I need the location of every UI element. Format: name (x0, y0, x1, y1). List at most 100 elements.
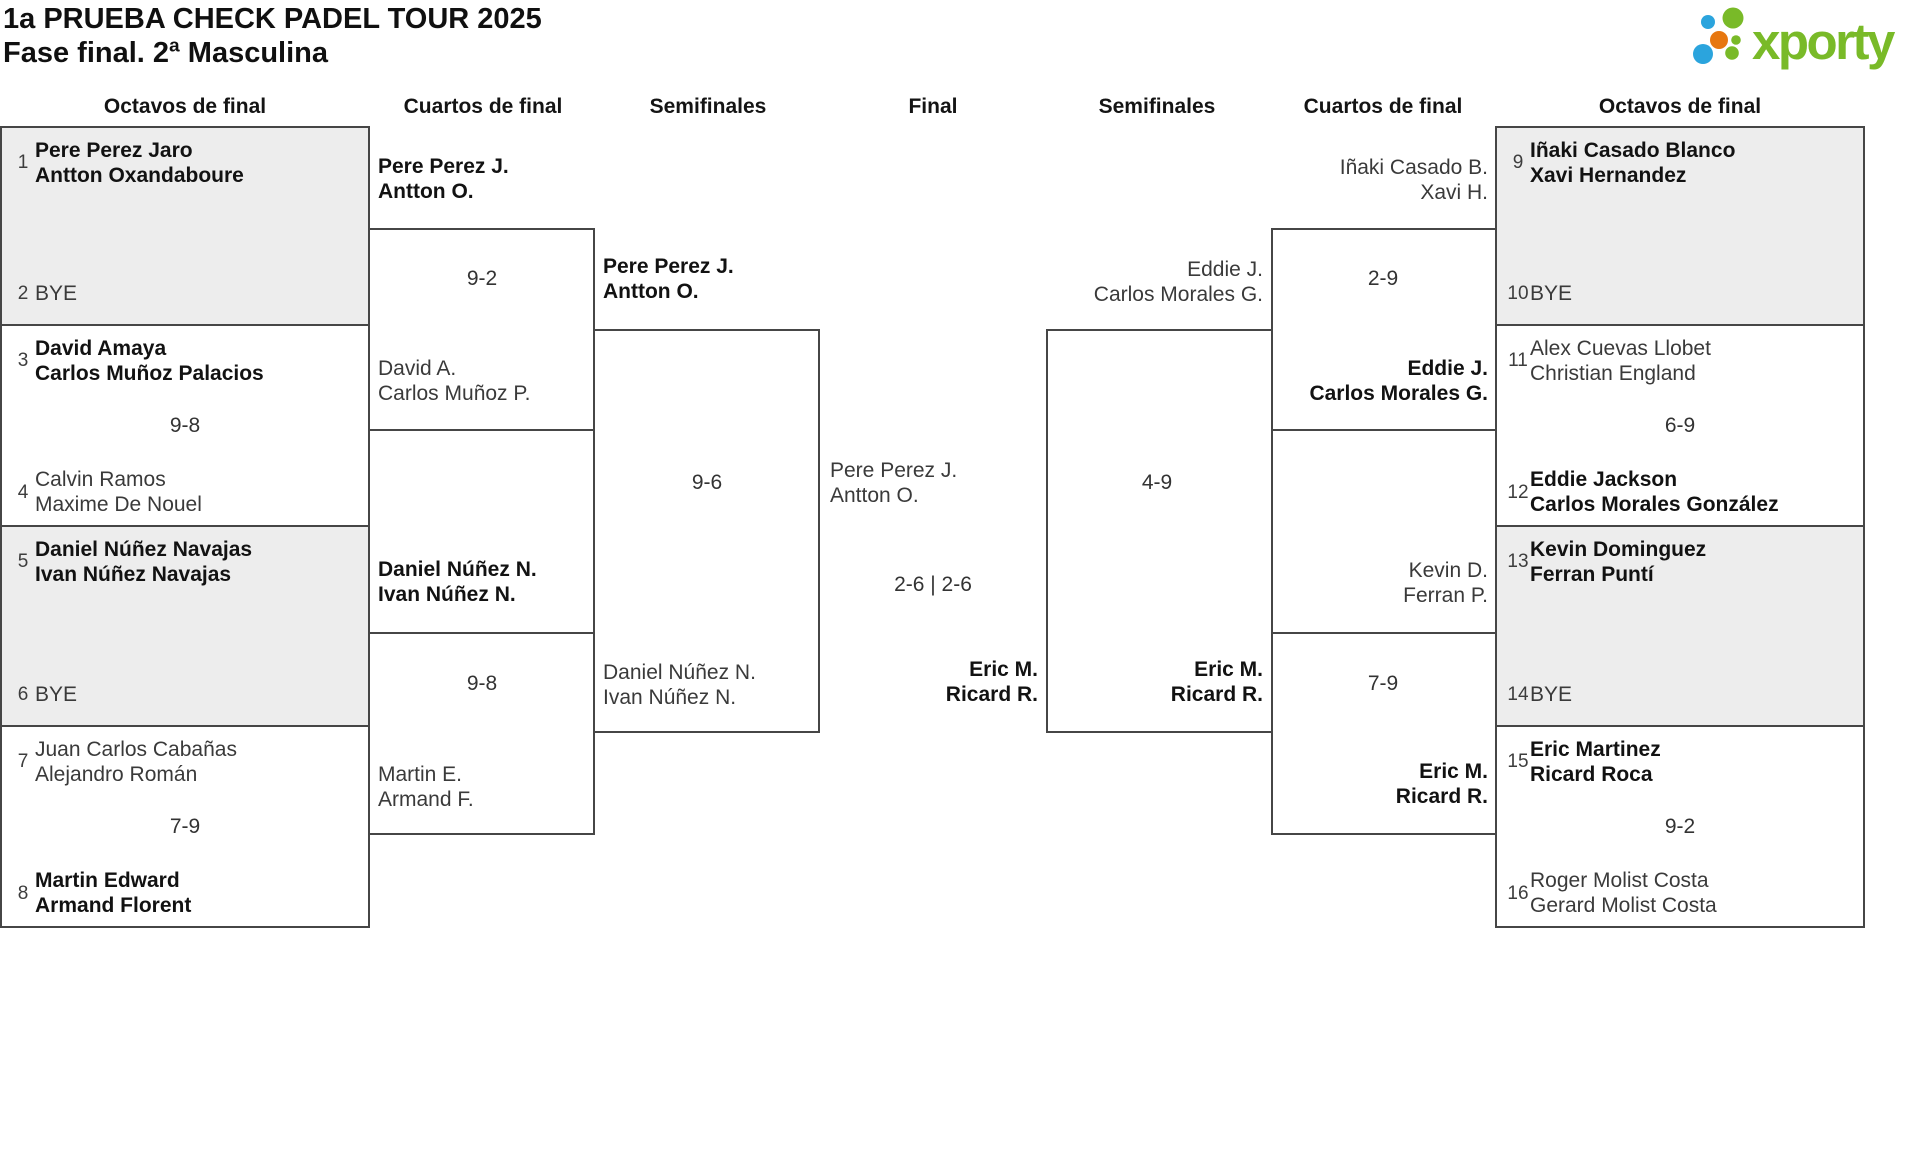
seed-number: 11 (1508, 350, 1528, 371)
player-name: Christian England (1530, 362, 1696, 385)
cuartos-left-match-2-box (368, 632, 595, 835)
cuartos-left-2-bottom-team: Martin E. Armand F. (378, 762, 474, 812)
player-name: Daniel Núñez N. (378, 558, 537, 581)
bye-label: BYE (1530, 683, 1573, 706)
match-score: 2-9 (1367, 267, 1399, 290)
logo-dot (1710, 31, 1728, 49)
team-pair: Calvin Ramos Maxime De Nouel (35, 467, 202, 517)
player-name: Pere Perez J. (603, 255, 734, 278)
player-name: Ricard R. (1395, 785, 1488, 808)
seed-number: 5 (17, 551, 29, 572)
player-name: Carlos Muñoz Palacios (35, 362, 264, 385)
match-score: 9-6 (691, 471, 723, 494)
semifinal-right-bottom-team: Eric M. Ricard R. (1171, 657, 1263, 707)
xporty-logo: xporty (1693, 7, 1899, 70)
column-header-octavos-left: Octavos de final (103, 95, 267, 118)
team-pair: David Amaya Carlos Muñoz Palacios (35, 336, 264, 386)
seed-number: 6 (17, 684, 29, 705)
column-header-cuartos-right: Cuartos de final (1303, 95, 1463, 118)
semifinal-right-box (1046, 329, 1273, 733)
player-name: Ivan Núñez Navajas (35, 563, 232, 586)
player-name: Daniel Núñez Navajas (35, 538, 253, 561)
logo-dot (1693, 44, 1713, 64)
column-header-cuartos-left: Cuartos de final (403, 95, 563, 118)
cuartos-right-match-1-box (1271, 228, 1497, 431)
player-name: Eric M. (969, 658, 1038, 681)
bye-label: BYE (1530, 282, 1573, 305)
final-top-team: Pere Perez J. Antton O. (830, 458, 957, 508)
seed-number: 10 (1507, 283, 1529, 304)
player-name: Alex Cuevas Llobet (1530, 337, 1711, 360)
column-header-octavos-right: Octavos de final (1598, 95, 1762, 118)
player-name: Martin E. (378, 763, 463, 786)
octavos-left-match-1: 1 Pere Perez Jaro Antton Oxandaboure 2 B… (0, 126, 370, 326)
seed-number: 7 (17, 751, 29, 772)
team-pair: Iñaki Casado Blanco Xavi Hernandez (1530, 138, 1735, 188)
player-name: Antton O. (603, 280, 699, 303)
cuartos-left-2-top-team: Daniel Núñez N. Ivan Núñez N. (378, 557, 537, 607)
page-subtitle: Fase final. 2ª Masculina (3, 37, 329, 69)
column-header-semis-right: Semifinales (1098, 95, 1216, 118)
player-name: Pere Perez Jaro (35, 139, 193, 162)
match-score: 9-2 (1664, 814, 1696, 838)
seed-number: 1 (17, 152, 29, 173)
seed-number: 3 (17, 350, 29, 371)
final-winner-team: Eric M. Ricard R. (946, 657, 1038, 707)
semifinal-right-top-team: Eddie J. Carlos Morales G. (1094, 257, 1263, 307)
player-name: Eddie Jackson (1530, 468, 1678, 491)
logo-dot (1725, 46, 1739, 60)
player-name: Carlos Morales G. (1093, 283, 1263, 306)
seed-number: 16 (1507, 883, 1529, 904)
team-pair: Eddie Jackson Carlos Morales González (1530, 467, 1779, 517)
player-name: Carlos Morales G. (1309, 382, 1488, 405)
player-name: Antton O. (830, 484, 919, 507)
player-name: Ricard Roca (1530, 763, 1653, 786)
team-pair: Eric Martinez Ricard Roca (1530, 737, 1661, 787)
match-score: 4-9 (1141, 471, 1173, 494)
team-pair: Kevin Dominguez Ferran Puntí (1530, 537, 1706, 587)
team-pair: Daniel Núñez Navajas Ivan Núñez Navajas (35, 537, 252, 587)
player-name: Ferran Puntí (1530, 563, 1654, 586)
player-name: Eddie J. (1407, 357, 1488, 380)
semifinal-left-bottom-team: Daniel Núñez N. Ivan Núñez N. (603, 660, 756, 710)
seed-number: 14 (1507, 684, 1529, 705)
player-name: Carlos Morales González (1530, 493, 1779, 516)
team-pair: Martin Edward Armand Florent (35, 868, 191, 918)
player-name: Iñaki Casado Blanco (1530, 139, 1736, 162)
team-pair: Alex Cuevas Llobet Christian England (1530, 336, 1711, 386)
match-score: 6-9 (1664, 413, 1696, 437)
octavos-left-match-3: 5 Daniel Núñez Navajas Ivan Núñez Navaja… (0, 525, 370, 727)
player-name: Ivan Núñez N. (378, 583, 516, 606)
octavos-left-match-4: 7 Juan Carlos Cabañas Alejandro Román 7-… (0, 725, 370, 928)
bye-label: BYE (35, 282, 78, 305)
octavos-right-match-4: 15 Eric Martinez Ricard Roca 9-2 16 Roge… (1495, 725, 1865, 928)
player-name: Carlos Muñoz P. (378, 382, 531, 405)
seed-number: 13 (1507, 551, 1529, 572)
player-name: Kevin D. (1408, 559, 1488, 582)
player-name: Maxime De Nouel (35, 493, 202, 516)
player-name: Xavi Hernandez (1530, 164, 1687, 187)
player-name: Antton Oxandaboure (35, 164, 244, 187)
semifinal-left-box (593, 329, 820, 733)
cuartos-right-match-2-box (1271, 632, 1497, 835)
octavos-right-match-1: 9 Iñaki Casado Blanco Xavi Hernandez 10 … (1495, 126, 1865, 326)
match-score: 7-9 (1367, 672, 1399, 695)
player-name: Ricard R. (1170, 683, 1263, 706)
player-name: Ivan Núñez N. (603, 686, 737, 709)
logo-dot (1731, 35, 1741, 45)
seed-number: 9 (1512, 152, 1524, 173)
match-score: 9-8 (169, 413, 201, 437)
octavos-left-match-2: 3 David Amaya Carlos Muñoz Palacios 9-8 … (0, 324, 370, 527)
cuartos-right-1-bottom-team: Eddie J. Carlos Morales G. (1309, 356, 1488, 406)
semifinal-left-top-team: Pere Perez J. Antton O. (603, 254, 734, 304)
player-name: Martin Edward (35, 869, 180, 892)
cuartos-left-1-top-team: Pere Perez J. Antton O. (378, 154, 509, 204)
cuartos-right-1-top-team: Iñaki Casado B. Xavi H. (1340, 155, 1488, 205)
logo-dot (1701, 15, 1715, 29)
match-score: 7-9 (169, 814, 201, 838)
column-header-final: Final (908, 95, 958, 118)
player-name: Daniel Núñez N. (603, 661, 756, 684)
player-name: Antton O. (378, 180, 474, 203)
player-name: David Amaya (35, 337, 167, 360)
